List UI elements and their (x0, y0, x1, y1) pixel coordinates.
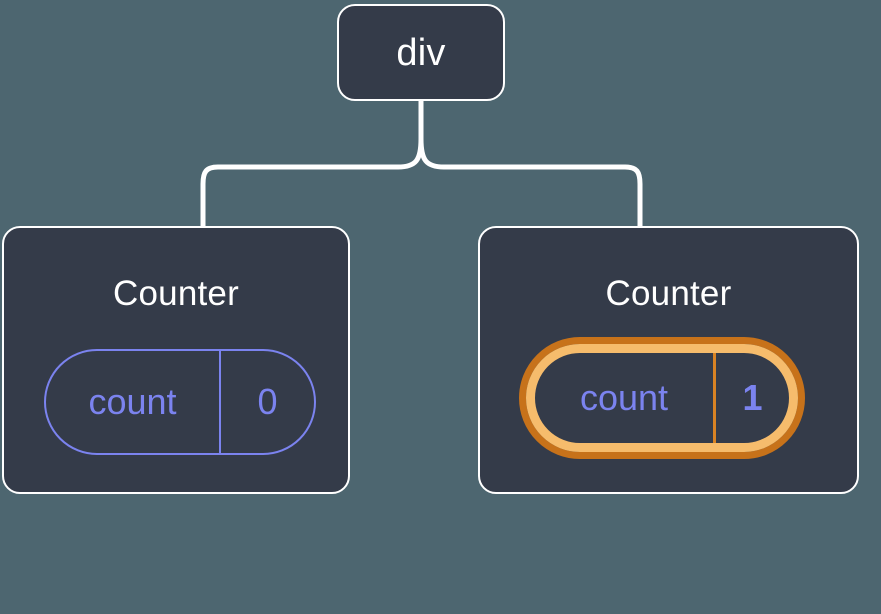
node-counter-left-title: Counter (113, 274, 239, 313)
state-value-label: 1 (742, 377, 763, 418)
state-pill-inner-ring: count 1 (526, 344, 798, 452)
node-div[interactable]: div (337, 4, 505, 101)
diagram-canvas: div Counter count 0 Counter count 1 (2, 4, 859, 494)
state-name-label: count (88, 381, 177, 422)
node-counter-right-title: Counter (605, 274, 732, 313)
state-pill-name-cell: count (46, 351, 221, 453)
state-pill-name-cell: count (535, 353, 716, 443)
state-pill-count-left[interactable]: count 0 (44, 349, 316, 455)
node-counter-right[interactable]: Counter count 1 (478, 226, 859, 494)
state-pill-count-right-highlighted[interactable]: count 1 (519, 337, 805, 459)
state-pill-value-cell: 0 (221, 351, 314, 453)
state-value-label: 0 (257, 381, 278, 422)
node-div-label: div (396, 31, 446, 74)
state-name-label: count (579, 377, 669, 418)
node-counter-left[interactable]: Counter count 0 (2, 226, 350, 494)
state-pill-value-cell: 1 (716, 353, 789, 443)
